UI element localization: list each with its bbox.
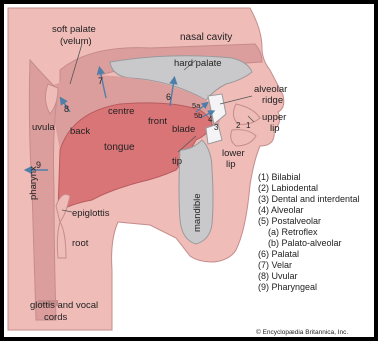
legend-item: (6) Palatal bbox=[258, 249, 299, 259]
num-8: 8 bbox=[64, 104, 69, 114]
label-cords: cords bbox=[44, 312, 67, 323]
label-alveolar: alveolar bbox=[254, 84, 287, 95]
label-tip: tip bbox=[172, 156, 182, 167]
label-lower: lower bbox=[222, 148, 245, 159]
legend-item: (5) Postalveolar bbox=[258, 216, 321, 226]
label-mandible: mandible bbox=[192, 193, 203, 232]
legend-item: (9) Pharyngeal bbox=[258, 282, 317, 292]
num-3: 3 bbox=[214, 123, 219, 132]
label-upper-lip: lip bbox=[270, 123, 280, 134]
label-epiglottis: epiglottis bbox=[72, 208, 110, 219]
label-centre: centre bbox=[108, 106, 134, 117]
num-5a: 5a bbox=[192, 101, 201, 110]
label-front: front bbox=[148, 116, 167, 127]
label-uvula: uvula bbox=[32, 122, 55, 133]
num-2: 2 bbox=[236, 121, 241, 130]
legend-item: (7) Velar bbox=[258, 260, 292, 270]
label-blade: blade bbox=[172, 124, 195, 135]
label-glottis: glottis and vocal bbox=[30, 300, 98, 311]
label-back: back bbox=[70, 126, 90, 137]
label-lower-lip: lip bbox=[226, 159, 236, 170]
label-tongue: tongue bbox=[104, 142, 135, 153]
label-nasal-cavity: nasal cavity bbox=[180, 32, 232, 43]
label-root: root bbox=[72, 238, 89, 249]
label-hard-palate: hard palate bbox=[174, 58, 222, 69]
legend-item: (4) Alveolar bbox=[258, 205, 304, 215]
legend-item: (a) Retroflex bbox=[268, 227, 318, 237]
legend-item: (8) Uvular bbox=[258, 271, 298, 281]
num-4: 4 bbox=[208, 115, 213, 124]
num-7: 7 bbox=[98, 76, 103, 86]
label-upper: upper bbox=[262, 112, 286, 123]
label-velum: (velum) bbox=[60, 36, 92, 47]
label-pharynx: pharynx bbox=[28, 166, 39, 200]
legend-item: (1) Bilabial bbox=[258, 172, 301, 182]
legend: (1) Bilabial (2) Labiodental (3) Dental … bbox=[258, 172, 360, 292]
legend-item: (2) Labiodental bbox=[258, 183, 318, 193]
num-9: 9 bbox=[36, 160, 41, 170]
label-soft-palate: soft palate bbox=[52, 24, 96, 35]
legend-item: (b) Palato-alveolar bbox=[268, 238, 342, 248]
label-ridge: ridge bbox=[262, 95, 283, 106]
num-1: 1 bbox=[246, 121, 251, 130]
num-6: 6 bbox=[166, 92, 171, 102]
num-5b: 5b bbox=[194, 111, 202, 120]
copyright-text: © Encyclopædia Britannica, Inc. bbox=[256, 328, 348, 336]
legend-item: (3) Dental and interdental bbox=[258, 194, 360, 204]
